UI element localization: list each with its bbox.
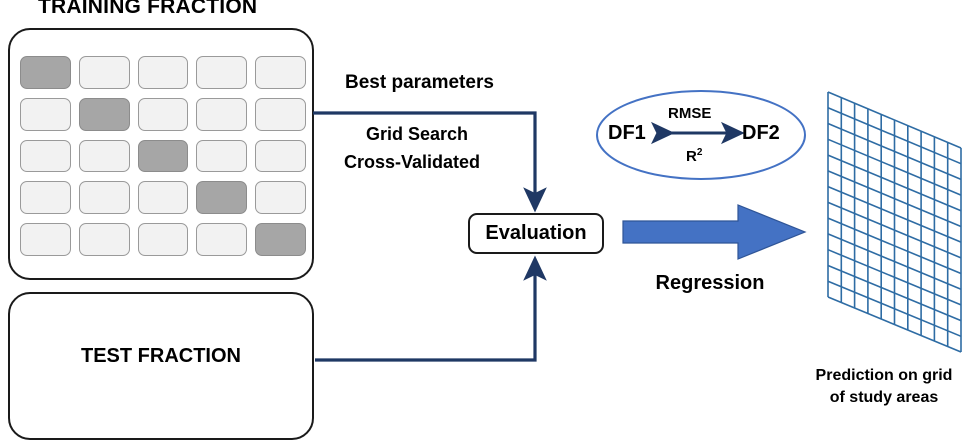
r-squared-exponent: 2 bbox=[696, 147, 703, 158]
training-cell-r3-c5 bbox=[255, 139, 306, 173]
training-cell-r5-c5 bbox=[255, 223, 306, 256]
training-cell-r1-c3 bbox=[137, 56, 189, 89]
prediction-caption-line2: of study areas bbox=[829, 388, 939, 406]
best-parameters-label: Best parameters bbox=[345, 72, 494, 93]
df2-label: DF2 bbox=[742, 122, 780, 144]
training-cell-r3-c1 bbox=[20, 139, 71, 173]
training-cell-r1-c5 bbox=[255, 56, 306, 89]
best-parameters-arrow bbox=[313, 111, 547, 213]
training-cell-grid bbox=[20, 56, 306, 256]
prediction-grid-hline-1 bbox=[827, 107, 962, 165]
training-cell-r5-c1 bbox=[20, 223, 71, 256]
training-cell-r1-c1 bbox=[20, 56, 71, 89]
prediction-caption-line1: Prediction on grid bbox=[815, 367, 953, 384]
grid-search-label: Grid Search bbox=[366, 124, 469, 144]
regression-label: Regression bbox=[655, 272, 765, 294]
prediction-grid bbox=[827, 91, 962, 353]
prediction-grid-hline-6 bbox=[827, 185, 962, 243]
rmse-label: RMSE bbox=[668, 105, 712, 122]
prediction-grid-hline-7 bbox=[827, 201, 962, 259]
prediction-grid-hline-2 bbox=[827, 122, 962, 181]
training-cell-r4-c1 bbox=[20, 181, 71, 215]
training-cell-r5-c4 bbox=[196, 223, 248, 256]
training-cell-r4-c2 bbox=[78, 181, 130, 215]
prediction-grid-hline-10 bbox=[827, 248, 962, 306]
training-cell-r1-c2 bbox=[78, 56, 130, 89]
metrics-ellipse bbox=[596, 90, 806, 180]
test-fraction-label: TEST FRACTION bbox=[81, 345, 241, 367]
training-cell-r4-c4 bbox=[196, 181, 248, 215]
training-fraction-title: TRAINING FRACTION bbox=[38, 0, 258, 18]
training-cell-r1-c4 bbox=[196, 56, 248, 89]
test-fraction-box bbox=[8, 292, 314, 440]
cross-validated-label: Cross-Validated bbox=[344, 152, 481, 172]
regression-arrow bbox=[622, 204, 807, 260]
connector-arrows bbox=[313, 90, 962, 362]
training-cell-r3-c4 bbox=[196, 139, 248, 173]
prediction-grid-hline-13 bbox=[827, 296, 962, 353]
training-cell-r4-c3 bbox=[137, 181, 189, 215]
prediction-grid-hline-5 bbox=[827, 170, 962, 228]
test-fraction-arrow bbox=[315, 255, 547, 362]
prediction-grid-hline-9 bbox=[827, 233, 962, 290]
prediction-grid-hline-3 bbox=[827, 138, 962, 196]
prediction-grid-hline-8 bbox=[827, 217, 962, 275]
training-cell-r3-c3 bbox=[137, 139, 189, 173]
training-cell-r3-c2 bbox=[78, 139, 130, 173]
training-cell-r2-c5 bbox=[255, 97, 306, 131]
training-cell-r4-c5 bbox=[255, 181, 306, 215]
training-cell-r5-c3 bbox=[137, 223, 189, 256]
training-cell-r2-c4 bbox=[196, 97, 248, 131]
prediction-grid-hline-4 bbox=[827, 154, 962, 212]
evaluation-box[interactable]: Evaluation bbox=[468, 213, 604, 254]
training-cell-r2-c3 bbox=[137, 97, 189, 131]
training-cell-r2-c2 bbox=[78, 97, 130, 131]
prediction-caption: Prediction on grid of study areas bbox=[800, 365, 968, 408]
prediction-grid-hline-12 bbox=[827, 280, 962, 338]
r-squared-base: R bbox=[686, 148, 697, 165]
prediction-grid-hline-0 bbox=[827, 91, 962, 149]
training-cell-r5-c2 bbox=[78, 223, 130, 256]
training-cell-r2-c1 bbox=[20, 97, 71, 131]
prediction-grid-hline-11 bbox=[827, 264, 962, 322]
training-fraction-box bbox=[8, 28, 314, 280]
df1-label: DF1 bbox=[608, 122, 646, 144]
r-squared-label: R2 bbox=[686, 147, 702, 165]
